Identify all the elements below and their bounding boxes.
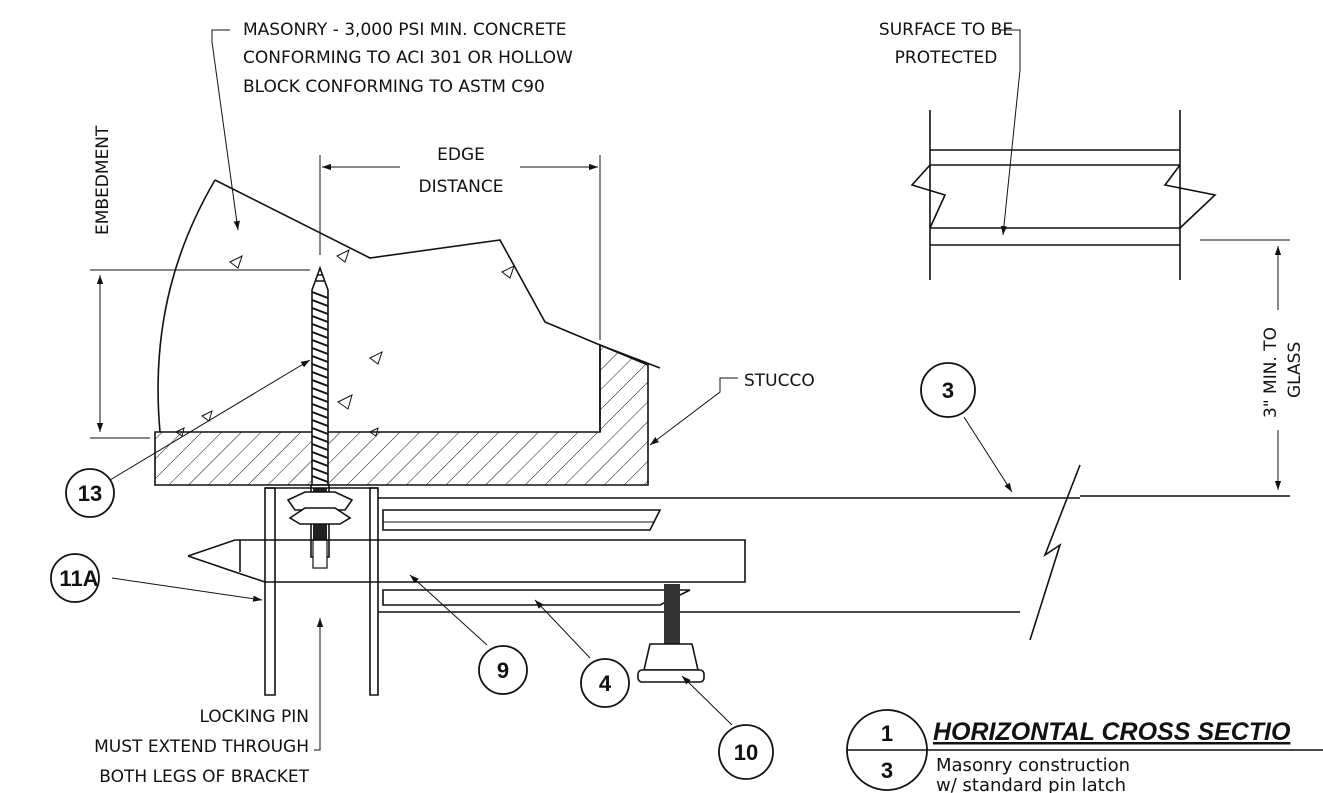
svg-text:BLOCK CONFORMING TO ASTM C90: BLOCK CONFORMING TO ASTM C90	[243, 77, 545, 97]
callout-9: 9	[478, 645, 528, 695]
locking-pin	[187, 539, 746, 583]
callout-3: 3	[920, 362, 976, 418]
embedment-label: EMBEDMENT	[93, 125, 113, 235]
masonry-block	[157, 179, 601, 437]
stucco-layer	[154, 343, 661, 486]
leaders	[109, 29, 1021, 751]
detail-subtitle-2: w/ standard pin latch	[936, 775, 1126, 793]
svg-text:CONFORMING TO ACI 301 OR HOLLO: CONFORMING TO ACI 301 OR HOLLOW	[243, 48, 573, 68]
callout-10: 10	[718, 724, 774, 780]
anchor-screw	[286, 265, 354, 569]
svg-text:11A: 11A	[59, 566, 98, 591]
svg-text:PROTECTED: PROTECTED	[895, 48, 998, 68]
title-block: 1 3 HORIZONTAL CROSS SECTIO Masonry cons…	[846, 709, 1323, 793]
callout-11a: 11A	[50, 553, 100, 603]
storm-panel	[1020, 464, 1290, 641]
svg-text:10: 10	[734, 740, 758, 765]
svg-text:MUST EXTEND THROUGH: MUST EXTEND THROUGH	[94, 737, 309, 757]
protected-surface	[910, 110, 1217, 280]
detail-subtitle-1: Masonry construction	[936, 755, 1130, 776]
svg-text:13: 13	[78, 481, 102, 506]
surface-label: SURFACE TO BE PROTECTED	[879, 20, 1013, 68]
detail-number: 1	[881, 721, 893, 746]
callout-13: 13	[65, 468, 115, 518]
panel-track	[378, 497, 1020, 613]
thumb-screw	[637, 584, 705, 683]
svg-text:EDGE: EDGE	[437, 145, 485, 165]
min-glass-label: 3" MIN. TO GLASS	[1261, 327, 1305, 418]
svg-text:4: 4	[599, 671, 612, 696]
stucco-label: STUCCO	[744, 371, 815, 391]
svg-text:GLASS: GLASS	[1285, 342, 1305, 398]
svg-text:3: 3	[942, 378, 954, 403]
svg-text:MASONRY - 3,000 PSI MIN. CONCR: MASONRY - 3,000 PSI MIN. CONCRETE	[243, 20, 567, 40]
masonry-note: MASONRY - 3,000 PSI MIN. CONCRETE CONFOR…	[243, 20, 573, 97]
svg-text:9: 9	[497, 658, 509, 683]
svg-text:SURFACE TO BE: SURFACE TO BE	[879, 20, 1013, 40]
svg-text:3" MIN. TO: 3" MIN. TO	[1261, 327, 1281, 418]
bracket	[264, 487, 379, 696]
sheet-number: 3	[881, 758, 893, 783]
svg-text:BOTH LEGS OF BRACKET: BOTH LEGS OF BRACKET	[99, 767, 309, 787]
detail-title: HORIZONTAL CROSS SECTIO	[933, 718, 1291, 746]
edge-distance-label: EDGE DISTANCE	[419, 145, 504, 197]
callout-4: 4	[580, 658, 630, 708]
dimensions	[90, 155, 1290, 490]
svg-text:LOCKING PIN: LOCKING PIN	[199, 707, 309, 727]
svg-text:DISTANCE: DISTANCE	[419, 177, 504, 197]
locking-pin-note: LOCKING PIN MUST EXTEND THROUGH BOTH LEG…	[94, 707, 309, 787]
